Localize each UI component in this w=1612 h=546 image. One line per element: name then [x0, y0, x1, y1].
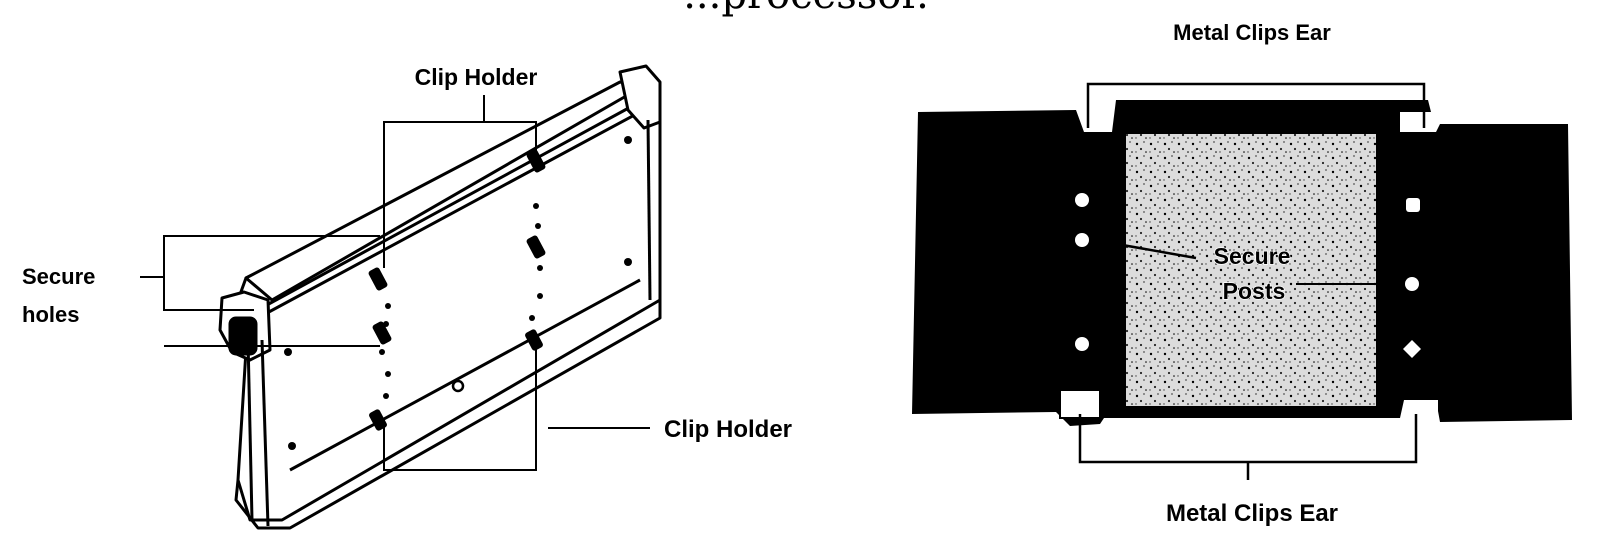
label-clip-holder-top: Clip Holder — [415, 64, 538, 90]
title-fragment: ...processor. — [683, 0, 929, 18]
secure-posts-view — [912, 100, 1572, 426]
ear-notch-top-left — [1084, 110, 1112, 132]
label-clip-holder-bottom: Clip Holder — [664, 416, 792, 443]
ear-tab-bottom-right — [1404, 400, 1438, 422]
left-leader-lines — [140, 95, 650, 471]
right-latch — [618, 64, 662, 130]
label-secure-posts-line1: Secure — [1214, 243, 1291, 269]
label-secure-holes-line1: Secure — [22, 264, 95, 289]
right-leader-lines — [1078, 82, 1426, 480]
speckled-panel — [1126, 134, 1376, 406]
ear-notch-top-right — [1400, 112, 1436, 132]
secure-holes-right — [525, 149, 546, 351]
cartridge-front-plate — [236, 98, 662, 522]
secure-holes-left — [368, 267, 392, 431]
label-secure-posts-line2: Posts — [1223, 278, 1286, 304]
processor-cartridge — [218, 64, 662, 530]
label-metal-clips-ear-top: Metal Clips Ear — [1173, 20, 1331, 45]
secure-post-holes — [1075, 193, 1421, 358]
ear-tab-bottom-left — [1059, 389, 1101, 419]
label-metal-clips-ear-bottom: Metal Clips Ear — [1166, 500, 1338, 527]
label-secure-holes-line2: holes — [22, 302, 79, 327]
